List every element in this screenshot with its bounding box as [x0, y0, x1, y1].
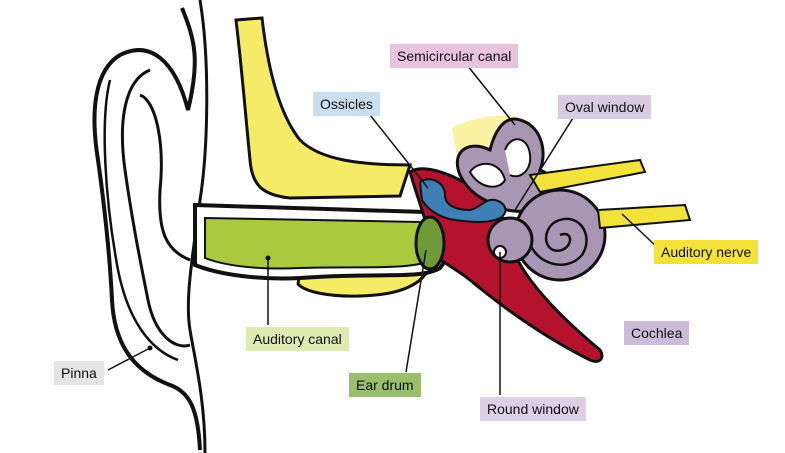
- leader-auditory-nerve: [621, 213, 659, 249]
- label-pinna: Pinna: [54, 361, 104, 385]
- pinna-helix-rim: [103, 79, 179, 362]
- auditory-nerve-upper: [528, 158, 647, 194]
- ossicles-bones: [418, 178, 507, 223]
- label-oval-window: Oval window: [558, 95, 652, 119]
- pinna-inner-fold: [120, 68, 191, 348]
- pinna-helix: [139, 93, 191, 262]
- pinna-outline: [92, 7, 202, 451]
- label-semicircular-canal: Semicircular canal: [390, 44, 519, 68]
- leader-oval-window: [514, 117, 574, 211]
- ear-drum-membrane: [414, 215, 446, 271]
- label-auditory-nerve: Auditory nerve: [654, 240, 759, 264]
- label-cochlea: Cochlea: [624, 321, 690, 345]
- label-ear-drum: Ear drum: [349, 373, 421, 397]
- semicircular-loop-inner: [504, 138, 532, 178]
- label-ossicles: Ossicles: [313, 92, 380, 116]
- auditory-nerve-lower: [596, 203, 692, 230]
- label-round-window: Round window: [480, 397, 586, 421]
- leader-auditory-canal-dot: [265, 255, 271, 261]
- label-auditory-canal: Auditory canal: [246, 327, 349, 351]
- leader-ear-drum: [405, 249, 427, 373]
- auditory-canal-fill: [204, 216, 439, 270]
- leader-semicircular: [466, 64, 516, 126]
- semicircular-loop-inner-2: [468, 162, 507, 188]
- leader-pinna: [107, 347, 151, 371]
- cochlea-spiral: [526, 217, 588, 266]
- head-side-line: [186, 0, 209, 453]
- leader-ossicles: [369, 114, 429, 189]
- leader-pinna-dot: [147, 345, 153, 351]
